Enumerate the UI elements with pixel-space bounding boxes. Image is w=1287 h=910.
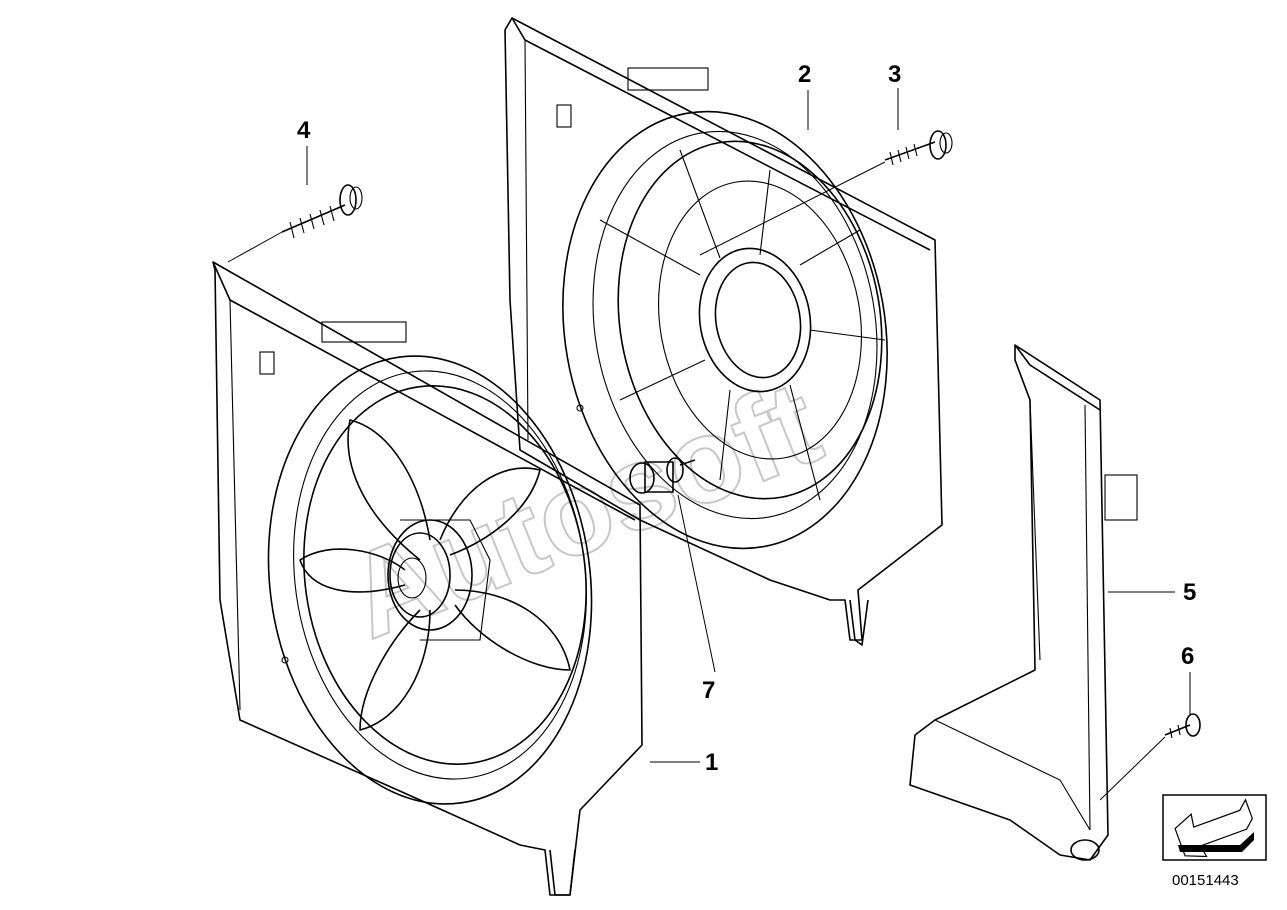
part-1-fan-assembly[interactable] — [212, 261, 643, 896]
part-number: 00151443 — [1172, 872, 1239, 889]
callout-3: 3 — [888, 61, 901, 88]
callout-6: 6 — [1181, 643, 1194, 670]
part-4-screw[interactable] — [281, 184, 363, 239]
part-3-screw[interactable] — [884, 130, 953, 166]
part-5-air-duct[interactable] — [909, 344, 1138, 861]
callout-5: 5 — [1183, 579, 1196, 606]
direction-arrow-icon — [1162, 794, 1267, 861]
watermark: Autosoft — [330, 355, 837, 664]
callouts: 1 2 3 4 5 6 7 — [297, 61, 1196, 776]
leader-lines — [227, 88, 1191, 801]
part-6-screw[interactable] — [1164, 713, 1201, 739]
callout-4: 4 — [297, 117, 311, 144]
callout-2: 2 — [798, 61, 811, 88]
callout-1: 1 — [705, 749, 718, 776]
part-2-fan-shroud[interactable] — [504, 17, 943, 646]
callout-7: 7 — [702, 677, 715, 704]
part-7-plug[interactable] — [629, 457, 696, 494]
